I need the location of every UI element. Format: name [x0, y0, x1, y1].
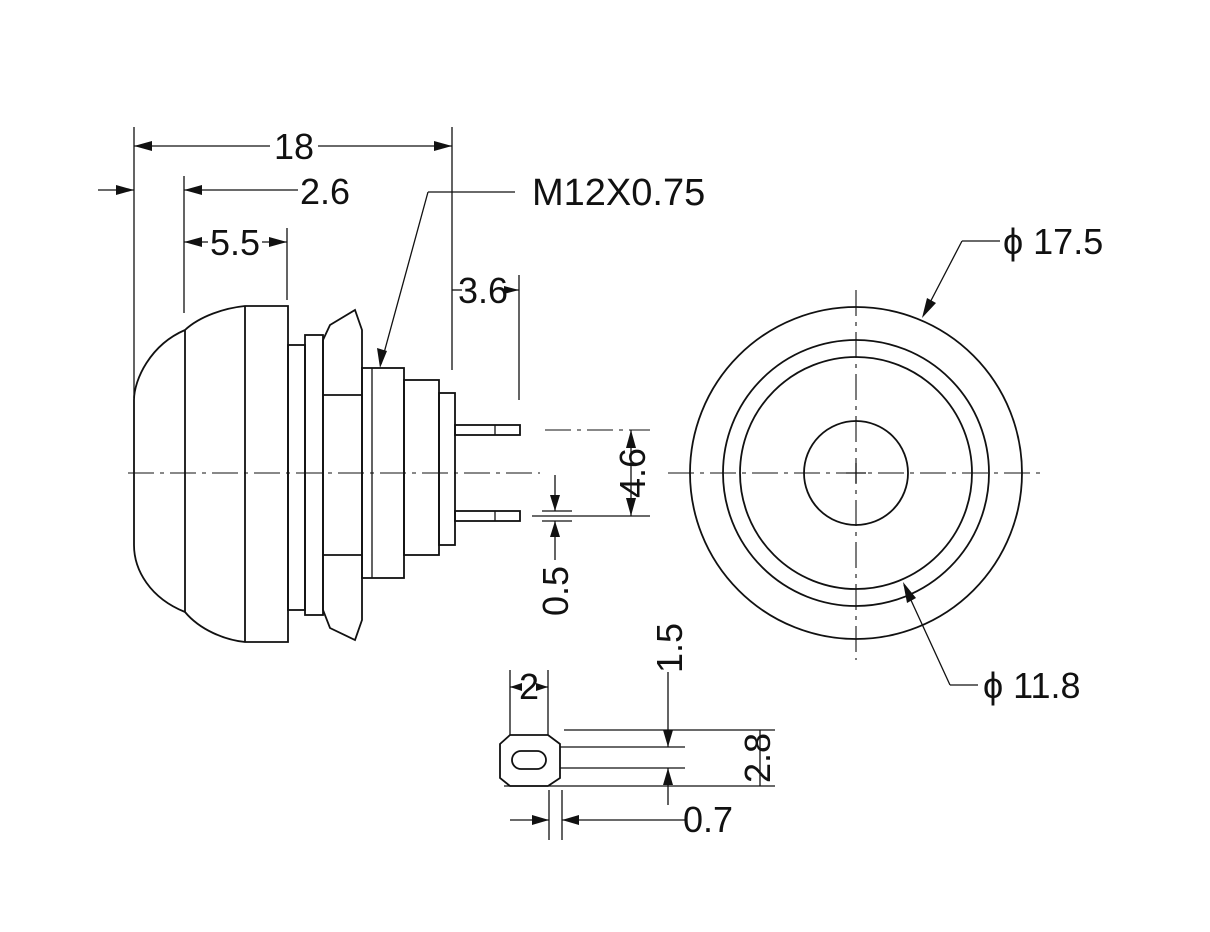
- dim-terminal-length: 3.6: [458, 270, 508, 311]
- dim-tab-height: 2.8: [737, 733, 778, 783]
- flange: [287, 344, 306, 611]
- terminal-upper: [454, 424, 521, 436]
- front-view: ϕ 17.5 ϕ 11.8: [668, 221, 1103, 706]
- terminal-lower: [454, 510, 521, 522]
- dim-terminal-spacing: 4.6: [612, 448, 653, 498]
- dome-cap: [133, 329, 186, 613]
- dim-tab-thickness: 0.7: [683, 799, 733, 840]
- rear-cap: [438, 392, 456, 546]
- thread-spec-label: M12X0.75: [532, 172, 705, 214]
- dim-inner-diameter: ϕ 11.8: [983, 665, 1081, 706]
- switch-body: [184, 305, 289, 643]
- terminal-hole: [511, 750, 547, 770]
- dim-overall-length: 18: [274, 126, 314, 167]
- dim-tab-width: 2: [519, 666, 539, 707]
- washer: [304, 334, 324, 616]
- terminal-tab: [499, 734, 561, 787]
- terminal-detail: 2 1.5 2.8 0.7: [499, 623, 778, 840]
- dim-cap-length: 2.6: [300, 171, 350, 212]
- dim-hole-height: 1.5: [649, 623, 690, 673]
- dim-cap-offset: 5.5: [210, 222, 260, 263]
- dim-terminal-thickness: 0.5: [535, 566, 576, 616]
- hex-nut: [322, 308, 363, 642]
- rear-housing: [403, 379, 440, 556]
- dim-outer-diameter: ϕ 17.5: [1003, 221, 1103, 262]
- side-view: 18 2.6 5.5 M12X0.75 3.6 4.6: [98, 126, 705, 643]
